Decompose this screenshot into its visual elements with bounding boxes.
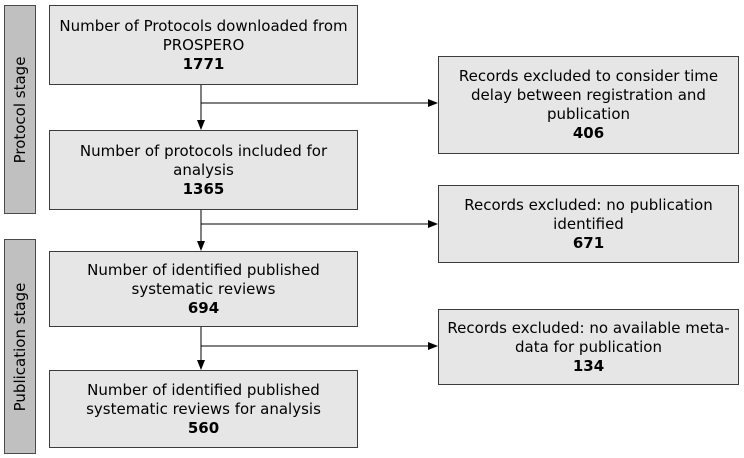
main-box-text: Number of Protocols downloaded from PROS…: [59, 16, 348, 54]
exclusion-box-value: 134: [572, 356, 605, 375]
exclusion-box-text: Records excluded: no publication identif…: [464, 195, 713, 233]
main-box-value: 1365: [182, 179, 225, 198]
exclusion-box-time-delay: Records excluded to consider time delay …: [438, 56, 739, 154]
protocol-stage-bar: Protocol stage: [4, 5, 36, 214]
exclusion-box-text: Records excluded: no available meta-data…: [447, 318, 730, 356]
exclusion-box-value: 671: [572, 233, 605, 252]
main-box-identified-reviews: Number of identified published systemati…: [49, 251, 358, 327]
main-box-text: Number of protocols included for analysi…: [79, 141, 328, 179]
main-box-protocols-included: Number of protocols included for analysi…: [49, 130, 358, 210]
main-box-protocols-downloaded: Number of Protocols downloaded from PROS…: [49, 5, 358, 85]
exclusion-box-no-publication: Records excluded: no publication identif…: [438, 185, 739, 263]
exclusion-box-no-metadata: Records excluded: no available meta-data…: [438, 309, 739, 385]
main-box-reviews-for-analysis: Number of identified published systemati…: [49, 370, 358, 448]
main-box-text: Number of identified published systemati…: [87, 260, 320, 298]
publication-stage-bar: Publication stage: [4, 239, 36, 454]
main-box-value: 560: [187, 418, 220, 437]
main-box-text: Number of identified published systemati…: [86, 380, 321, 418]
main-box-value: 1771: [182, 54, 225, 73]
exclusion-box-text: Records excluded to consider time delay …: [458, 67, 719, 123]
main-box-value: 694: [187, 298, 220, 317]
exclusion-box-value: 406: [572, 124, 605, 142]
